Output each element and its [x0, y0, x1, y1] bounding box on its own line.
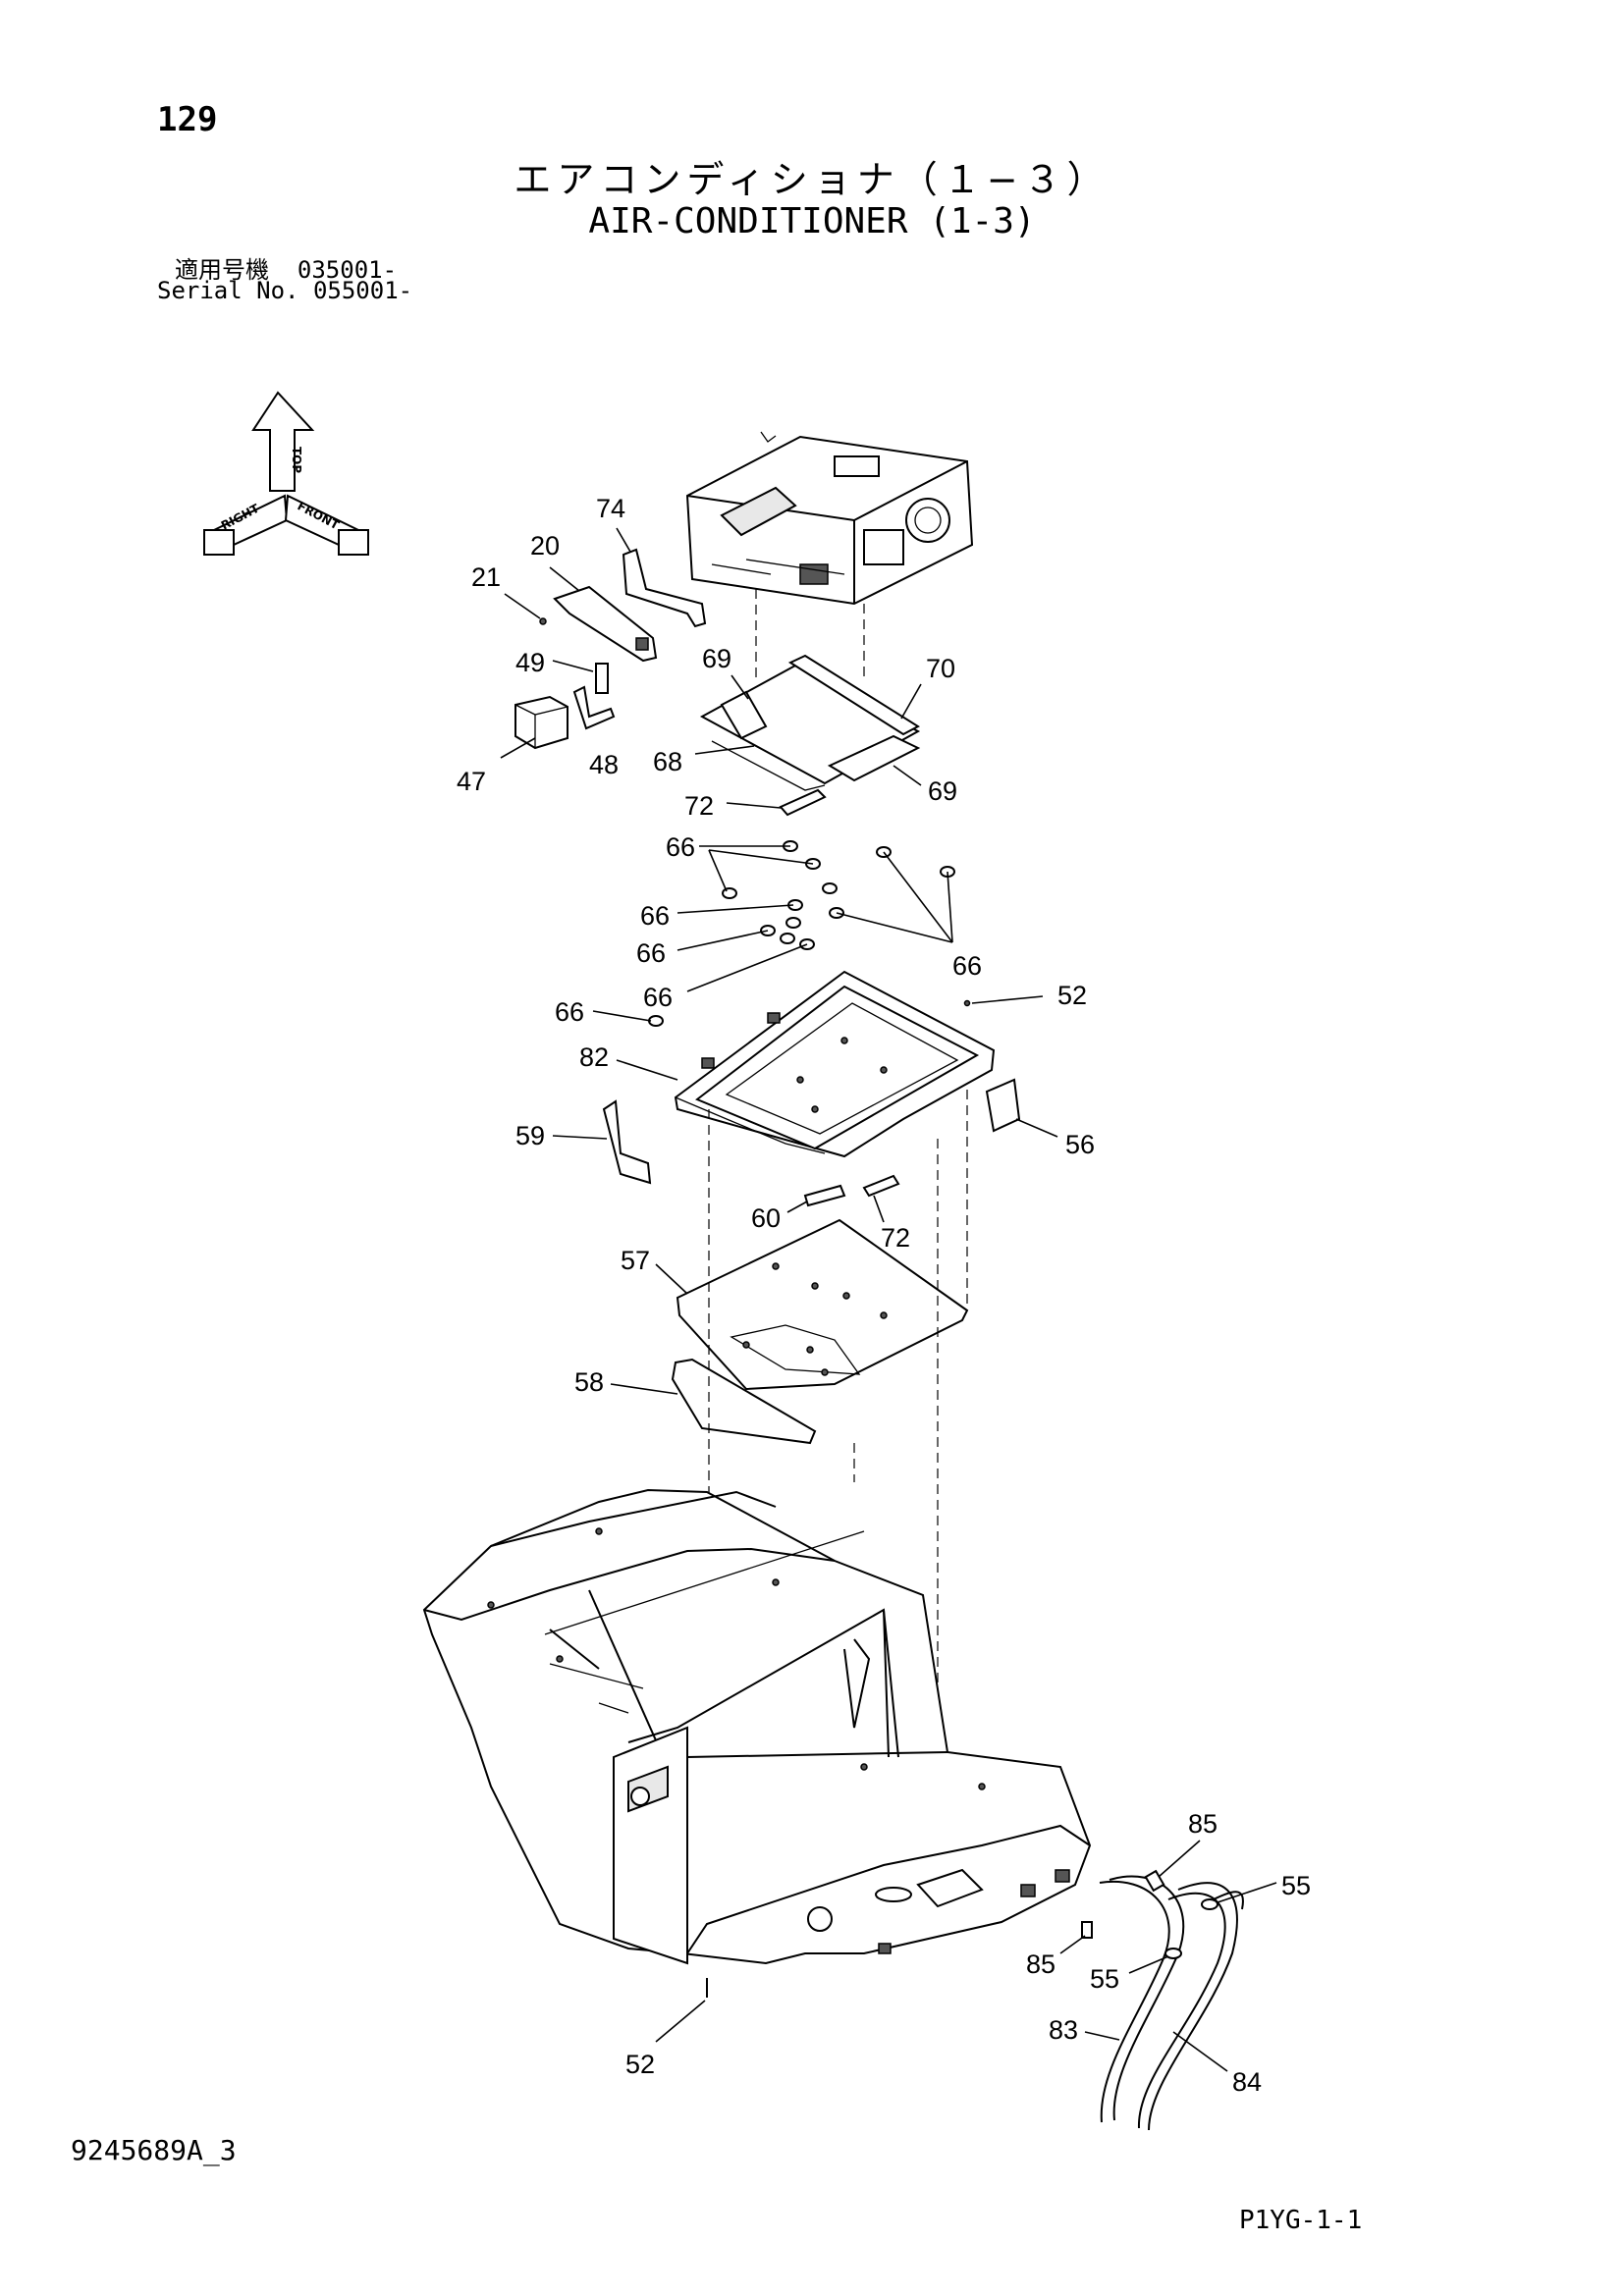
bracket-74: [622, 548, 707, 628]
callout-69-lower: 69: [928, 776, 957, 806]
panel-56: [985, 1078, 1021, 1133]
panel-59: [602, 1099, 652, 1185]
callout-58: 58: [574, 1367, 604, 1397]
clamp-55-lower: [1164, 1948, 1182, 1959]
plate-58: [671, 1358, 817, 1445]
callout-66-c: 66: [636, 938, 666, 968]
fitting-85-upper: [1144, 1869, 1165, 1893]
callout-52-upper: 52: [1057, 981, 1087, 1010]
callout-47: 47: [457, 767, 486, 796]
page-code: P1YG-1-1: [1239, 2206, 1363, 2235]
callout-66-f: 66: [952, 951, 982, 981]
fitting-85-lower: [1081, 1921, 1093, 1939]
clamp-55-upper: [1201, 1898, 1218, 1910]
washers-66: [648, 840, 955, 1027]
callout-66-b: 66: [640, 901, 670, 931]
callout-69-upper: 69: [702, 644, 731, 673]
plate-57: [676, 1218, 969, 1391]
seal-72: [862, 1174, 900, 1198]
orientation-top-label: TOP: [290, 447, 303, 473]
document-code: 9245689A_3: [71, 2134, 237, 2166]
drain-hoses: [706, 1869, 1244, 2131]
callout-83: 83: [1049, 2015, 1078, 2045]
block-47: [514, 695, 568, 750]
spacer-48: [572, 685, 616, 730]
callout-21: 21: [471, 562, 501, 592]
callout-85-lower: 85: [1026, 1949, 1056, 1979]
callout-55-lower: 55: [1090, 1964, 1119, 1994]
serial-line-japanese: 適用号機 035001-: [175, 256, 398, 284]
serial-line-english: Serial No. 055001-: [157, 277, 413, 304]
callout-48: 48: [589, 750, 619, 779]
callout-66-a: 66: [666, 832, 695, 862]
page-number: 129: [157, 100, 218, 139]
screw-21: [539, 617, 547, 625]
callout-72-upper: 72: [684, 791, 714, 821]
air-conditioner-unit: [685, 431, 974, 606]
bracket-20-clip: [635, 637, 649, 651]
callout-70: 70: [926, 654, 955, 683]
spacer-49: [595, 663, 609, 694]
seal-60: [803, 1184, 846, 1207]
callout-numbers: 74 20 21 49 47 48 69 70 68 69 72 66 66 6…: [457, 494, 1311, 2097]
callout-85-upper: 85: [1188, 1809, 1218, 1839]
filter-seal-set: [699, 654, 921, 817]
callout-66-d: 66: [643, 983, 673, 1012]
title-japanese: エアコンディショナ（１−３）: [514, 158, 1110, 201]
callout-72-lower: 72: [881, 1223, 910, 1253]
callout-49: 49: [515, 648, 545, 677]
tray-82: [674, 970, 996, 1158]
callout-20: 20: [530, 531, 560, 561]
callout-52-lower: 52: [625, 2050, 655, 2079]
leader-lines: [500, 527, 1277, 2072]
callout-74: 74: [596, 494, 625, 523]
floor-frame: [422, 1488, 1092, 1965]
callout-55-upper: 55: [1281, 1871, 1311, 1900]
bracket-20: [553, 585, 658, 663]
title-english: AIR-CONDITIONER (1-3): [588, 201, 1036, 241]
callout-60: 60: [751, 1203, 781, 1233]
callout-59: 59: [515, 1121, 545, 1150]
callout-68: 68: [653, 747, 682, 776]
orientation-indicator: TOP RIGHT FRONT: [203, 391, 369, 556]
callout-66-e: 66: [555, 997, 584, 1027]
callout-57: 57: [621, 1246, 650, 1275]
callout-56: 56: [1065, 1130, 1095, 1159]
callout-84: 84: [1232, 2067, 1262, 2097]
callout-82: 82: [579, 1042, 609, 1072]
